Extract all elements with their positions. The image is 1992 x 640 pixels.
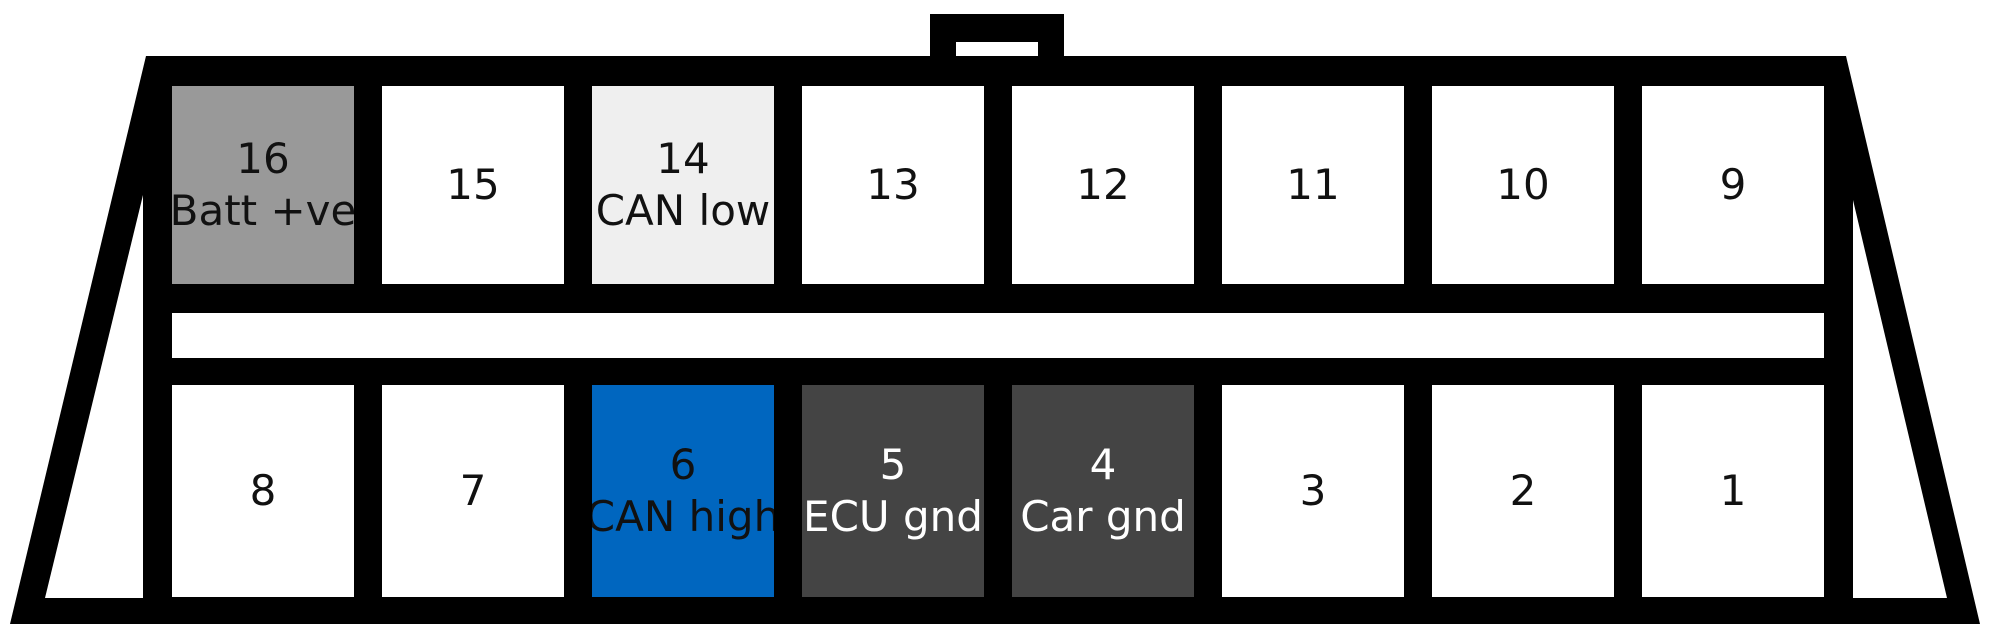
pin-number: 15 xyxy=(446,159,500,209)
pin-3: 3 xyxy=(1222,385,1404,597)
pin-11: 11 xyxy=(1222,86,1404,284)
latch-slot xyxy=(956,42,1038,56)
pin-number: 1 xyxy=(1719,465,1747,515)
pin-number: 9 xyxy=(1719,159,1747,209)
pin-15: 15 xyxy=(382,86,564,284)
pin-13: 13 xyxy=(802,86,984,284)
pin-number: 8 xyxy=(249,465,277,515)
pin-label: ECU gnd xyxy=(803,492,983,541)
pin-12: 12 xyxy=(1012,86,1194,284)
pin-7: 7 xyxy=(382,385,564,597)
pin-label: Car gnd xyxy=(1020,492,1186,541)
pin-number: 6 xyxy=(669,439,697,489)
pin-number: 5 xyxy=(879,439,907,489)
pin-number: 10 xyxy=(1496,159,1550,209)
left-wing-cutout xyxy=(45,195,143,598)
pin-2: 2 xyxy=(1432,385,1614,597)
pin-label: CAN low xyxy=(595,186,771,235)
pin-number: 16 xyxy=(236,133,290,183)
pin-label: CAN high xyxy=(592,492,774,541)
pin-number: 11 xyxy=(1286,159,1340,209)
pin-number: 14 xyxy=(656,133,710,183)
pin-number: 13 xyxy=(866,159,920,209)
center-divider xyxy=(172,313,1824,358)
right-wing-cutout xyxy=(1853,200,1947,598)
pin-10: 10 xyxy=(1432,86,1614,284)
pin-label: Batt +ve xyxy=(172,186,354,235)
pin-1: 1 xyxy=(1642,385,1824,597)
pin-number: 12 xyxy=(1076,159,1130,209)
pin-number: 4 xyxy=(1089,439,1117,489)
pin-8: 8 xyxy=(172,385,354,597)
pin-9: 9 xyxy=(1642,86,1824,284)
pin-number: 2 xyxy=(1509,465,1537,515)
pin-number: 3 xyxy=(1299,465,1327,515)
pin-number: 7 xyxy=(459,465,487,515)
